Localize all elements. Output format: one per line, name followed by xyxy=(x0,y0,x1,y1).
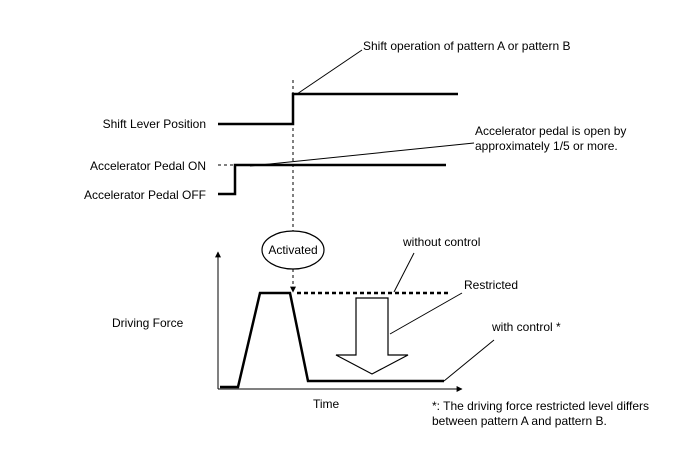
driving-force-curve xyxy=(220,291,444,389)
without-control-leader xyxy=(393,252,415,293)
accelerator-pedal-signal xyxy=(218,163,446,196)
shift-lever-label: Shift Lever Position xyxy=(103,117,206,131)
restricted-label: Restricted xyxy=(464,278,518,292)
footnote-line2: between pattern A and pattern B. xyxy=(432,414,607,428)
shift-note-leader xyxy=(296,49,363,95)
with-control-leader xyxy=(443,339,495,382)
pedal-note-line2: approximately 1/5 or more. xyxy=(475,139,618,153)
restricted-arrow xyxy=(335,297,409,375)
restricted-leader xyxy=(389,292,463,335)
pedal-note-leader xyxy=(249,142,475,167)
activated-ellipse xyxy=(261,230,325,270)
pedal-note-line1: Accelerator pedal is open by xyxy=(475,124,626,138)
with-control-label: with control * xyxy=(491,320,561,334)
activated-label: Activated xyxy=(268,243,317,257)
shift-operation-note: Shift operation of pattern A or pattern … xyxy=(363,39,570,53)
driving-force-label: Driving Force xyxy=(112,316,184,330)
pedal-off-label: Accelerator Pedal OFF xyxy=(84,188,206,202)
time-label: Time xyxy=(313,397,340,411)
footnote-line1: *: The driving force restricted level di… xyxy=(432,399,649,413)
without-control-label: without control xyxy=(402,235,480,249)
shift-lever-signal xyxy=(218,92,458,126)
pedal-on-label: Accelerator Pedal ON xyxy=(90,159,206,173)
